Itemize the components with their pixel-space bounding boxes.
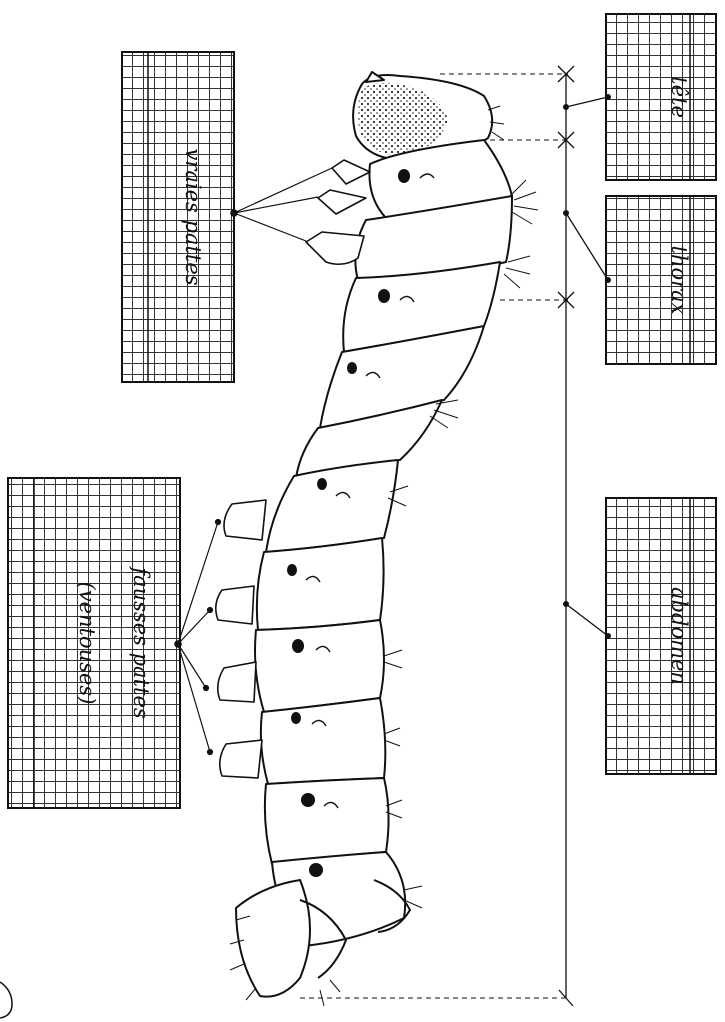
label-head: tête [667,76,691,118]
label-box-abdomen: abdomen [606,498,716,774]
abdomen-segment-4 [257,538,384,630]
abdomen-segment-7 [265,778,389,864]
silkworm-body [216,72,538,1006]
label-box-head: tête [606,14,716,180]
label-true-legs: vraies pattes [181,148,205,285]
label-box-true-legs: vraies pattes [122,52,234,382]
abdomen-segment-5 [255,620,384,712]
true-legs-pointers [231,168,332,241]
tail-segment [236,880,310,997]
label-false-legs-note: (ventouses) [75,582,99,705]
label-box-thorax: thorax [606,196,716,364]
label-abdomen: abdomen [667,587,691,685]
label-false-legs: fausses pattes [129,565,153,719]
label-box-false-legs: fausses pattes (ventouses) [8,478,180,808]
corner-mark [0,982,12,1018]
abdomen-segment-6 [261,698,385,784]
false-legs-pointers [175,520,221,755]
label-thorax: thorax [667,245,691,314]
